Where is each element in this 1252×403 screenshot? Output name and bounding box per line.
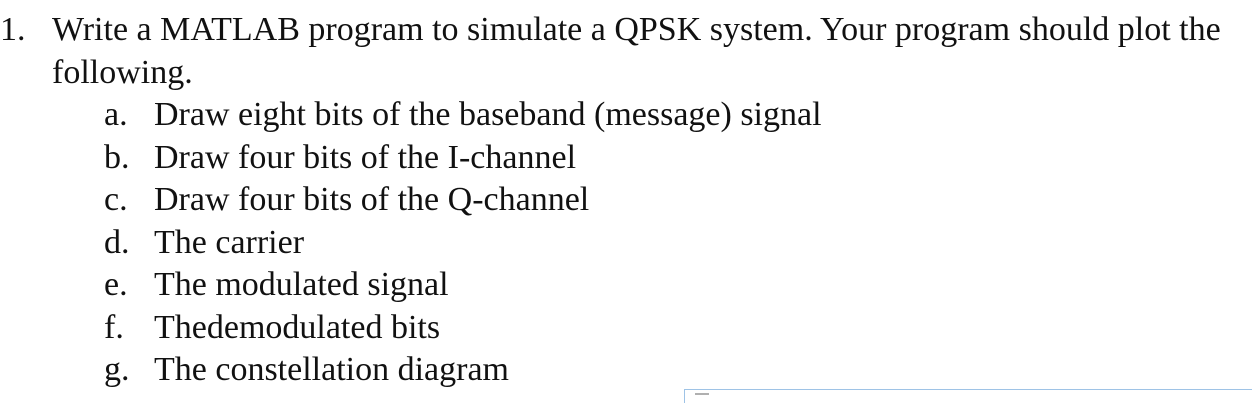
item-text: Thedemodulated bits [154, 308, 441, 346]
item-text: Draw four bits of the Q-channel [154, 181, 590, 218]
item-letter: d. [104, 223, 130, 261]
list-item: d. The carrier [0, 222, 1000, 265]
item-text: The modulated signal [154, 266, 449, 303]
item-text: Draw eight bits of the baseband (message… [154, 96, 822, 133]
cropped-frame-edge [684, 389, 1252, 403]
item-letter: b. [104, 138, 130, 176]
item-text: The carrier [154, 223, 305, 261]
list-item: b. Draw four bits of the I-channel [0, 137, 1000, 180]
cropped-mark [695, 393, 709, 395]
list-item: e. The modulated signal [0, 264, 1000, 307]
item-text: Draw four bits of the I-channel [154, 138, 577, 176]
sub-item-list: a. Draw eight bits of the baseband (messa… [0, 94, 1000, 392]
question-number: 1. [0, 11, 26, 48]
item-letter: g. [104, 351, 130, 388]
item-letter: f. [104, 308, 124, 346]
item-letter: c. [104, 181, 128, 218]
list-item: a. Draw eight bits of the baseband (messa… [0, 94, 1000, 137]
question-continuation: following. [52, 54, 193, 91]
question-text: Write a MATLAB program to simulate a QPS… [52, 11, 1221, 48]
list-item: f. Thedemodulated bits [0, 307, 1000, 350]
question-first-line: 1. Write a MATLAB program to simulate a Q… [0, 8, 1252, 51]
item-text: The constellation diagram [154, 351, 509, 388]
item-letter: e. [104, 266, 128, 303]
item-letter: a. [104, 96, 128, 133]
list-item: g. The constellation diagram [0, 349, 1000, 392]
question-1: 1. Write a MATLAB program to simulate a Q… [0, 8, 1252, 94]
list-item: c. Draw four bits of the Q-channel [0, 179, 1000, 222]
